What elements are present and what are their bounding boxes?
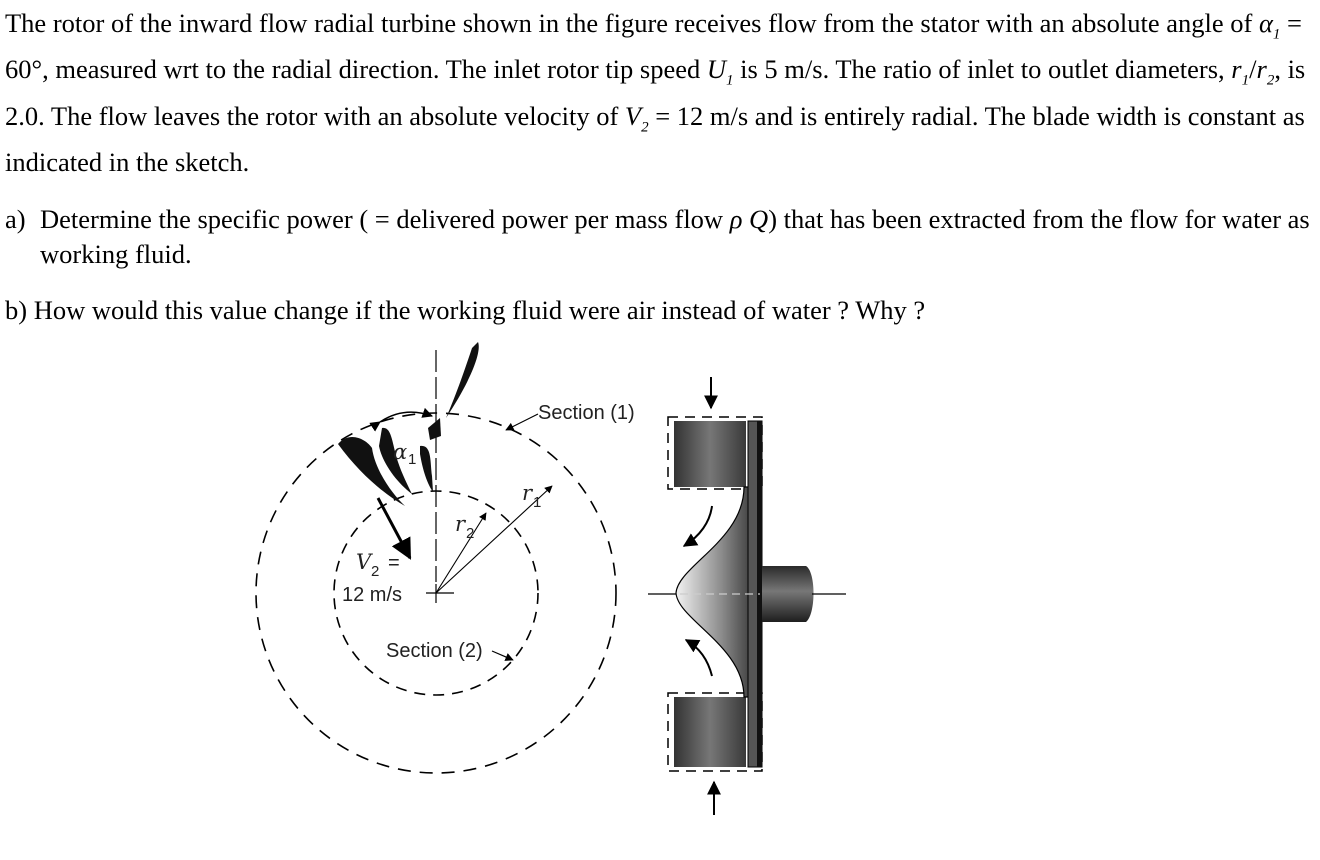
r2-radius-line [435,512,487,594]
rotor-hub [675,486,761,698]
intro-text-5: = 12 m/s and is entirely radial. The bla… [5,100,1305,177]
v-subscript: 2 [641,118,649,135]
r1-radius-line [435,485,553,594]
question-a-text-2: ) that has been extracted from the flow … [40,203,1310,269]
v2-value: 12 m/s [342,584,402,606]
u-symbol: U [706,54,726,85]
v-symbol: V [624,100,642,131]
r2-subscript: 2 [466,525,474,542]
turbine-figure: α 1 V 2 = 12 m/s r 2 r 1 Section (1) Sec… [255,342,846,815]
stator-vane-top [446,342,479,418]
alpha-subscript: 1 [1272,26,1281,43]
question-a-body: Determine the specific power ( = deliver… [40,202,1317,272]
r2-symbol: r [1256,54,1267,85]
v2-subscript: 2 [371,563,379,580]
alpha-label-sub: 1 [408,451,416,468]
rotor-blade-2 [420,445,433,492]
question-a-text-1: Determine the specific power ( = deliver… [40,203,730,234]
v2-equals: = [388,552,400,574]
rotor-front-view: α 1 V 2 = 12 m/s r 2 r 1 Section (1) Sec… [255,342,635,774]
r1-symbol: r [522,481,534,505]
slash: / [1249,54,1257,85]
flow-arrow-lower [684,639,713,677]
r1-subscript: 1 [533,494,541,511]
r2-subscript: 2 [1266,72,1275,89]
rotor-blade-top [428,418,441,440]
v2-symbol: V [356,550,373,574]
section-2-label: Section (2) [386,640,483,662]
intro-text-3: is 5 m/s. The ratio of inlet to outlet d… [733,54,1232,85]
problem-intro: The rotor of the inward flow radial turb… [5,6,1317,180]
alpha-label: α [393,440,407,464]
v2-arrow [376,497,412,560]
problem-statement: The rotor of the inward flow radial turb… [5,6,1317,328]
stator-vane-left [338,436,405,506]
intro-text-4: , is 2.0. The flow leaves the rotor with… [5,54,1306,131]
r1-subscript: 1 [1241,72,1250,89]
rotor-side-view [648,377,846,815]
flow-arrow-upper [682,505,713,547]
intro-text-2: = 60°, measured wrt to the radial direct… [5,8,1302,85]
rotor-shaft [762,566,814,622]
bottom-shroud-block [674,697,746,767]
section-1-leader [505,413,539,431]
u-subscript: 1 [726,72,734,89]
question-b: b) How would this value change if the wo… [5,294,926,325]
top-casing-outline [667,416,763,490]
top-shroud-block [674,421,746,487]
intro-text-1: The rotor of the inward flow radial turb… [5,8,1259,38]
r1-symbol: r [1231,54,1242,85]
question-a-marker: a) [5,203,26,234]
rho-q-symbol: ρ Q [729,203,769,234]
question-a: a) Determine the specific power ( = deli… [5,202,1317,272]
rotor-blade-1 [379,427,412,494]
alpha-angle-arc [369,407,433,432]
section-1-label: Section (1) [538,402,635,424]
r2-symbol: r [455,512,467,536]
alpha-symbol: α [1258,8,1273,38]
section-2-leader [491,650,514,661]
